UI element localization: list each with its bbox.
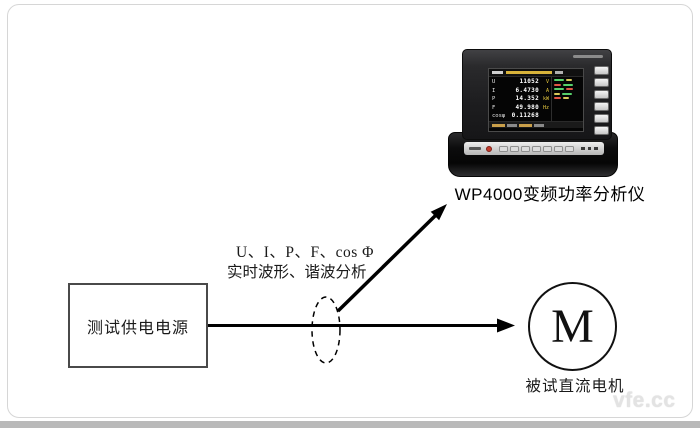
dock-key bbox=[543, 145, 552, 152]
measurement-value: 0.11268 bbox=[511, 112, 539, 120]
screen-header-bar bbox=[489, 69, 583, 77]
measurement-label: I bbox=[492, 87, 496, 94]
measurement-row-i: I 6.4730 A bbox=[492, 87, 549, 96]
power-supply-label: 测试供电电源 bbox=[86, 319, 189, 337]
dock-key bbox=[554, 145, 563, 152]
dock-key bbox=[565, 145, 574, 152]
measurement-row-cosphi: cosφ 0.11268 bbox=[492, 112, 549, 121]
motor-symbol: M bbox=[551, 299, 594, 353]
analyzer-caption: WP4000变频功率分析仪 bbox=[454, 185, 646, 204]
panel-button bbox=[594, 102, 609, 111]
measurement-label: cosφ bbox=[492, 113, 506, 120]
measurement-label: U bbox=[492, 79, 496, 85]
watermark-text: vfe.cc bbox=[613, 389, 676, 412]
screen-header-clock bbox=[555, 71, 563, 74]
screen-side-readouts bbox=[551, 77, 583, 121]
measurement-label: F bbox=[492, 104, 496, 111]
measurement-unit: Hz bbox=[542, 104, 549, 111]
measurement-unit: A bbox=[545, 87, 549, 94]
analysis-functions-text: 实时波形、谐波分析 bbox=[227, 264, 367, 281]
measurement-value: 14.352 bbox=[515, 95, 539, 103]
measurement-row-u: U 11052 V bbox=[492, 78, 549, 87]
dock-key bbox=[510, 145, 519, 152]
dock-key bbox=[532, 145, 541, 152]
measurement-value: 11052 bbox=[519, 78, 539, 85]
screen-menu-bar bbox=[489, 121, 583, 128]
bottom-edge-strip bbox=[0, 421, 700, 428]
panel-button bbox=[594, 126, 609, 135]
dock-key bbox=[499, 145, 508, 152]
measurement-rows: U 11052 V I 6.4730 A P 14.352 kW bbox=[489, 77, 551, 121]
motor-circle: M bbox=[528, 282, 617, 371]
dock-key bbox=[521, 145, 530, 152]
panel-button bbox=[594, 114, 609, 123]
side-button-column bbox=[594, 66, 609, 135]
measurement-unit: V bbox=[545, 79, 549, 85]
panel-button bbox=[594, 66, 609, 75]
measured-quantities-text: U、I、P、F、cos Φ bbox=[236, 244, 374, 261]
measurement-row-f: F 49.980 Hz bbox=[492, 104, 549, 113]
measurement-value: 49.980 bbox=[515, 103, 539, 111]
panel-button bbox=[594, 78, 609, 87]
panel-button bbox=[594, 90, 609, 99]
screen-header-status bbox=[506, 71, 552, 74]
dock-key-row bbox=[499, 145, 574, 152]
brand-logo bbox=[573, 55, 603, 58]
measurement-label: P bbox=[492, 96, 496, 103]
dock-control-strip bbox=[464, 142, 604, 155]
analyzer-screen: U 11052 V I 6.4730 A P 14.352 kW bbox=[488, 68, 584, 132]
dock-indicator-lights bbox=[581, 146, 598, 151]
motor-caption: 被试直流电机 bbox=[525, 378, 625, 395]
screen-header-title bbox=[492, 71, 503, 74]
measurement-unit: kW bbox=[542, 96, 549, 103]
power-supply-box: 测试供电电源 bbox=[68, 283, 208, 368]
dock-logo bbox=[469, 147, 481, 150]
measurement-value: 6.4730 bbox=[515, 86, 539, 94]
analyzer-monitor: U 11052 V I 6.4730 A P 14.352 kW bbox=[462, 49, 612, 140]
screen-body: U 11052 V I 6.4730 A P 14.352 kW bbox=[489, 77, 583, 121]
measurement-row-p: P 14.352 kW bbox=[492, 95, 549, 104]
power-button bbox=[486, 145, 492, 152]
